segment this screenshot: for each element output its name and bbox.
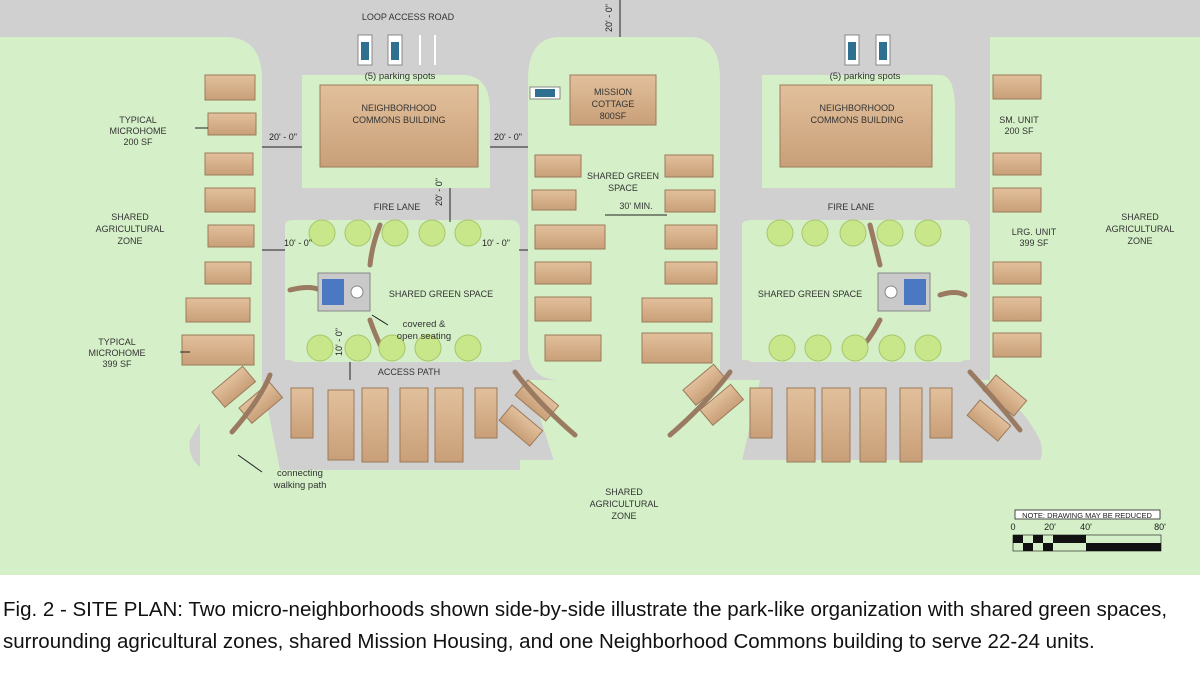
loop-road-label: LOOP ACCESS ROAD: [362, 12, 455, 22]
mission-line-2: COTTAGE: [592, 99, 635, 109]
commons-left-title: NEIGHBORHOOD: [361, 103, 437, 113]
inner-green-spaces: [285, 222, 970, 362]
scale-bar: [1012, 509, 1162, 552]
scale-tick-0: 0: [1010, 522, 1015, 532]
scale-note: NOTE: DRAWING MAY BE REDUCED: [1022, 511, 1152, 520]
plan-labels: LOOP ACCESS ROAD (5) parking spots (5) p…: [89, 4, 1175, 532]
shared-green-right: SHARED GREEN SPACE: [758, 289, 862, 299]
commons-left-subtitle: COMMONS BUILDING: [352, 115, 445, 125]
typical-399-3: 399 SF: [102, 359, 132, 369]
sm-unit-2: 200 SF: [1004, 126, 1034, 136]
ag-bottom-3: ZONE: [611, 511, 636, 521]
parking-left-label: (5) parking spots: [365, 71, 436, 82]
connecting-label-1: connecting: [277, 468, 323, 479]
microhomes: [181, 74, 1042, 463]
scale-tick-20: 20': [1044, 522, 1056, 532]
parking-right-label: (5) parking spots: [830, 71, 901, 82]
shared-green-left: SHARED GREEN SPACE: [389, 289, 493, 299]
trees: [306, 219, 942, 362]
shared-green-center-2: SPACE: [608, 183, 638, 193]
shared-green-center-1: SHARED GREEN: [587, 171, 659, 181]
seating-pavilions: [317, 272, 931, 312]
mission-line-3: 800SF: [600, 111, 627, 121]
site-plan-drawing: LOOP ACCESS ROAD (5) parking spots (5) p…: [0, 0, 1200, 575]
connecting-label-2: walking path: [273, 480, 327, 491]
fire-lane-left: FIRE LANE: [374, 202, 421, 212]
dim-fire-lane: 20' - 0": [434, 178, 444, 206]
dim-top-road: 20' - 0": [604, 4, 614, 32]
scale-tick-80: 80': [1154, 522, 1166, 532]
mission-line-1: MISSION: [594, 87, 632, 97]
covered-label-2: open seating: [397, 331, 451, 342]
ag-right-3: ZONE: [1127, 236, 1152, 246]
fire-lane-right: FIRE LANE: [828, 202, 875, 212]
access-path-label: ACCESS PATH: [378, 367, 440, 377]
dim-left-commons: 20' - 0": [269, 132, 297, 142]
sm-unit-1: SM. UNIT: [999, 115, 1039, 125]
ag-bottom-1: SHARED: [605, 487, 643, 497]
typical-200-1: TYPICAL: [119, 115, 157, 125]
ag-bottom-2: AGRICULTURAL: [590, 499, 659, 509]
parking-stalls: [357, 34, 891, 100]
ag-left-1: SHARED: [111, 212, 149, 222]
dimension-lines: [180, 0, 667, 473]
ag-left-3: ZONE: [117, 236, 142, 246]
typical-399-1: TYPICAL: [98, 337, 136, 347]
lrg-unit-1: LRG. UNIT: [1012, 227, 1057, 237]
ag-left-2: AGRICULTURAL: [96, 224, 165, 234]
dim-right-commons: 20' - 0": [494, 132, 522, 142]
buildings-large: [319, 74, 933, 168]
figure-caption: Fig. 2 - SITE PLAN: Two micro-neighborho…: [3, 598, 1168, 653]
dim-access-path: 10' - 0": [334, 328, 344, 356]
ag-right-1: SHARED: [1121, 212, 1159, 222]
commons-right-title: NEIGHBORHOOD: [819, 103, 895, 113]
ag-right-2: AGRICULTURAL: [1106, 224, 1175, 234]
lrg-unit-2: 399 SF: [1019, 238, 1049, 248]
min-30-label: 30' MIN.: [619, 201, 652, 211]
typical-399-2: MICROHOME: [89, 348, 146, 358]
commons-right-subtitle: COMMONS BUILDING: [810, 115, 903, 125]
dim-left-10: 10' - 0": [284, 238, 312, 248]
typical-200-2: MICROHOME: [110, 126, 167, 136]
dim-right-10: 10' - 0": [482, 238, 510, 248]
covered-label-1: covered &: [403, 319, 446, 330]
scale-tick-40: 40': [1080, 522, 1092, 532]
typical-200-3: 200 SF: [123, 137, 153, 147]
